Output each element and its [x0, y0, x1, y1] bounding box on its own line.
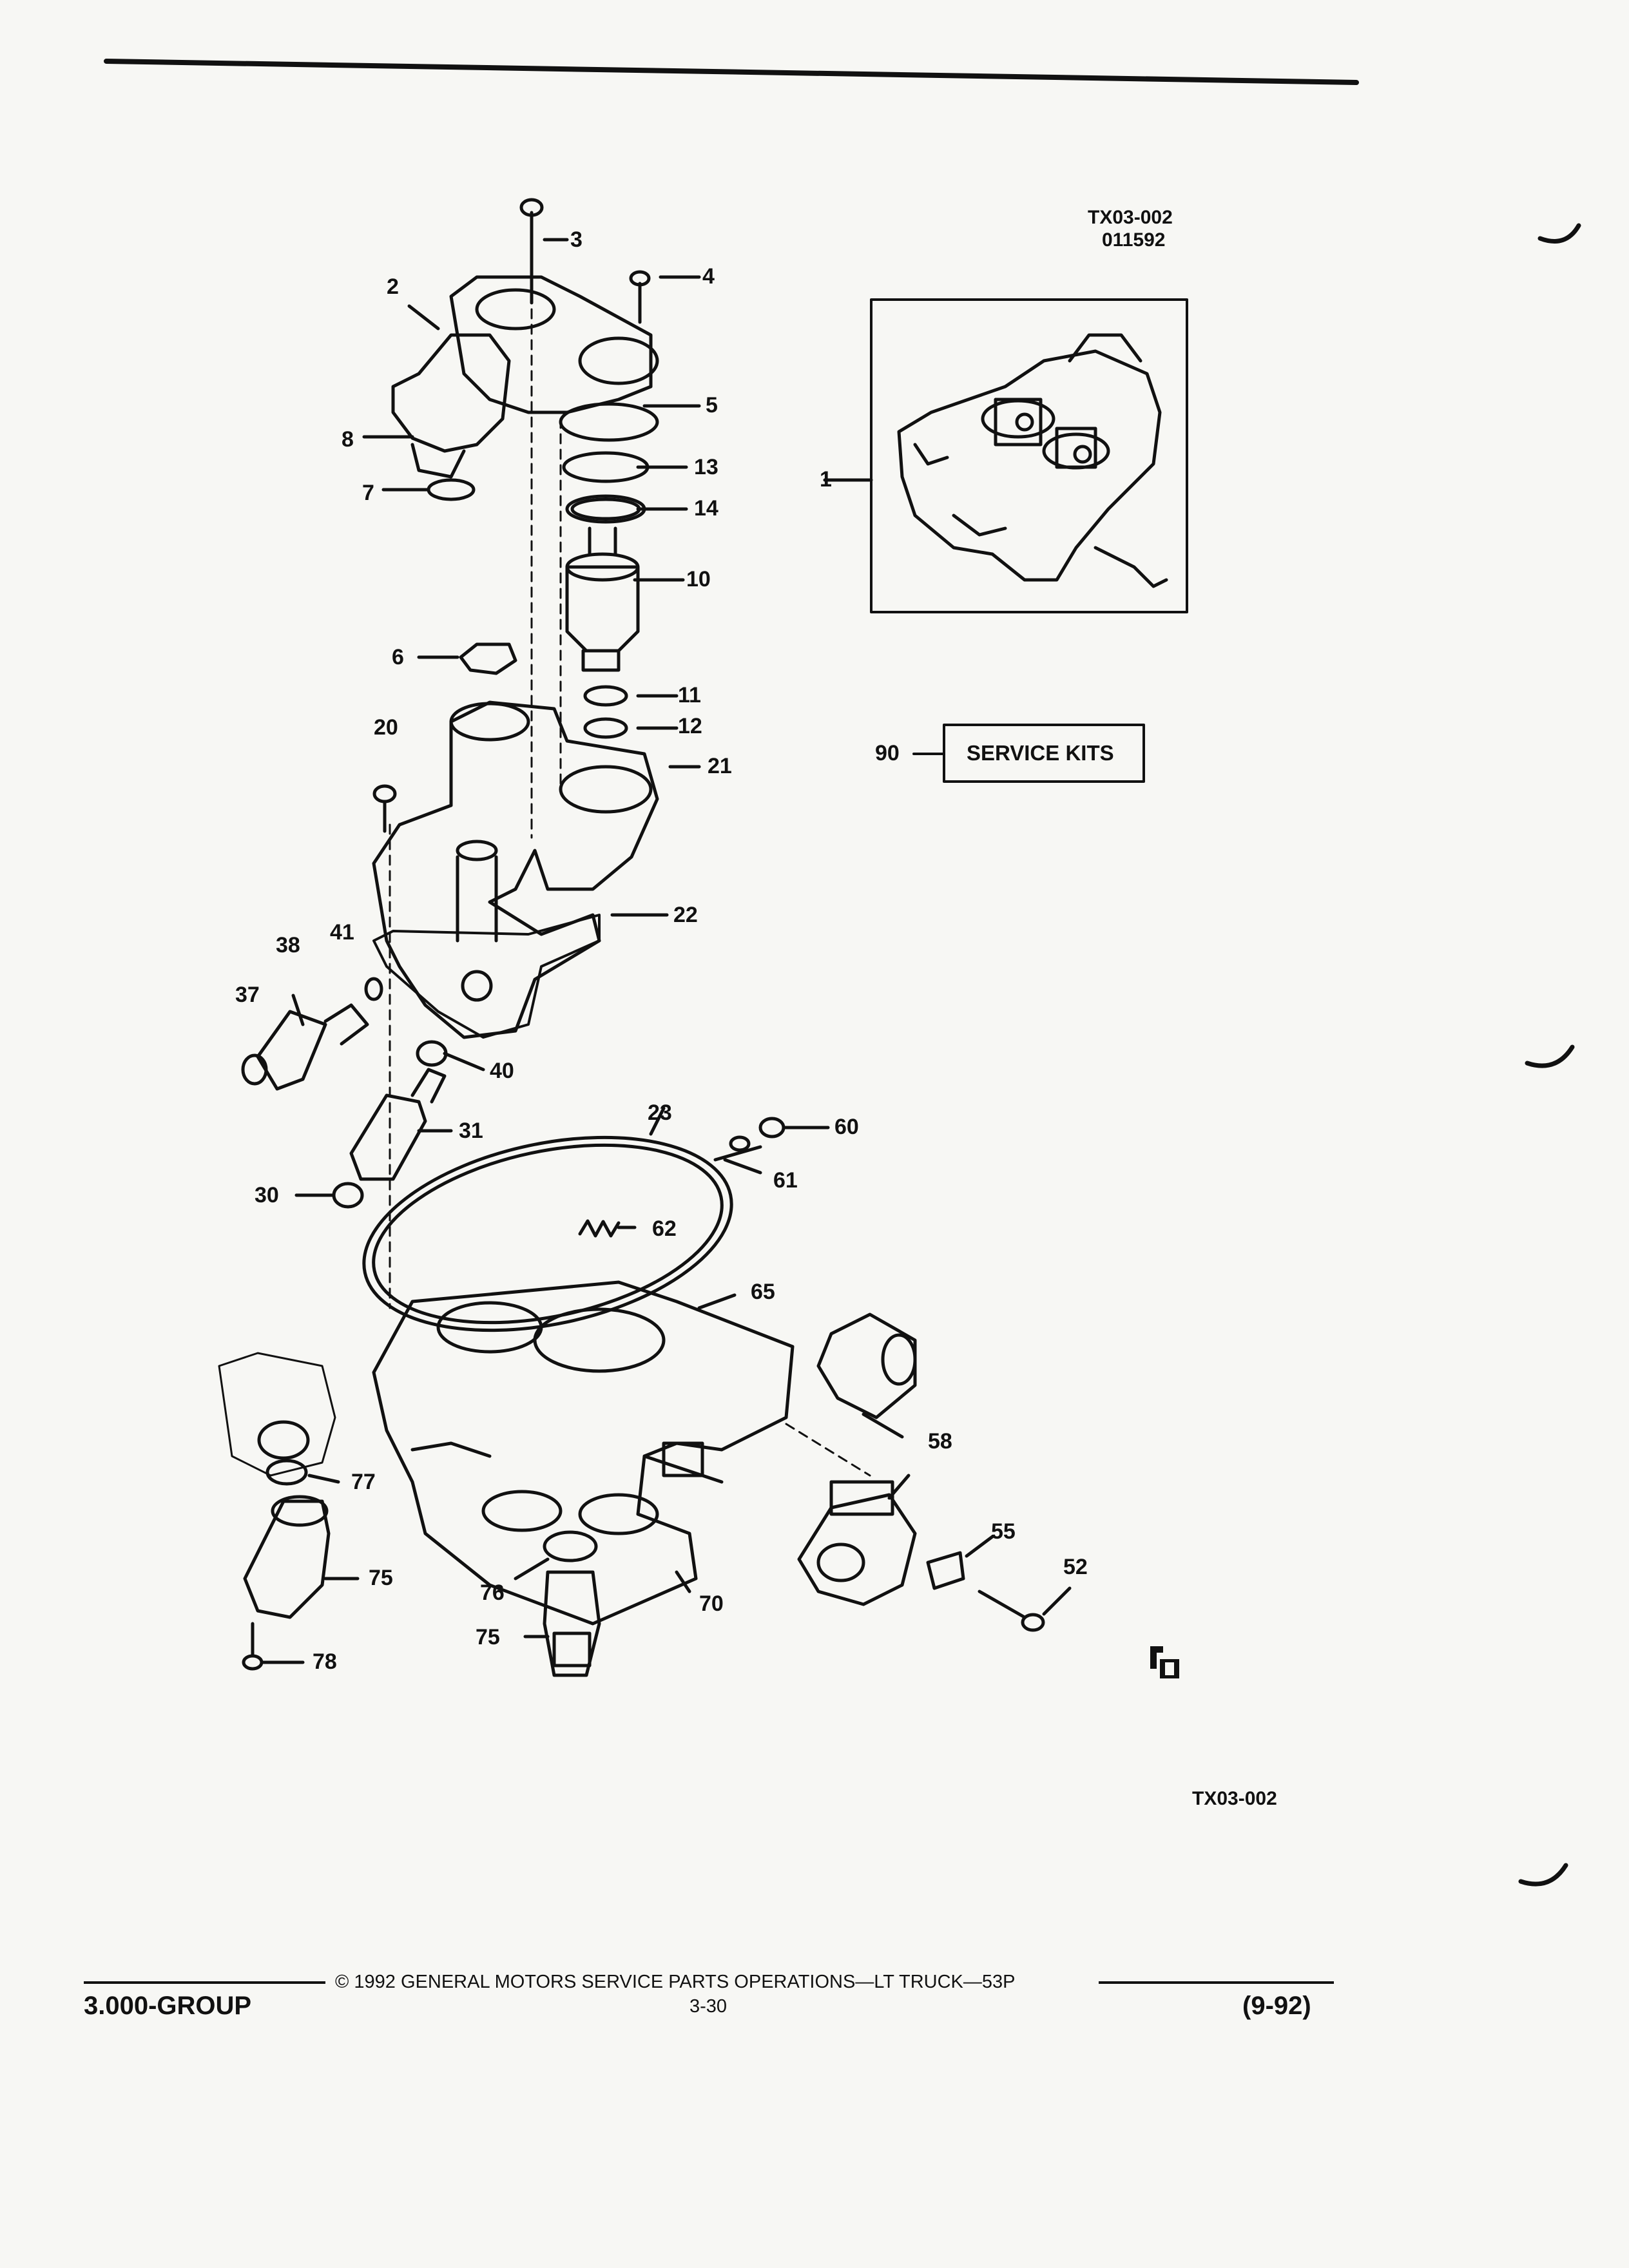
gasket-icon: [559, 402, 659, 442]
callout-22: 22: [673, 903, 698, 927]
callout-65: 65: [751, 1280, 775, 1304]
callout-41: 41: [330, 920, 354, 945]
callout-11: 11: [678, 683, 701, 707]
throttle-position-sensor-icon: [797, 1312, 917, 1606]
fuel-injector-icon: [565, 526, 640, 672]
o-ring-icon: [265, 1459, 308, 1486]
callout-8: 8: [342, 427, 354, 452]
callout-61: 61: [773, 1168, 798, 1193]
callout-10: 10: [686, 567, 711, 591]
callout-52: 52: [1063, 1555, 1088, 1579]
throttle-body-icon: [372, 1280, 795, 1626]
callout-77: 77: [351, 1470, 376, 1494]
idle-air-control-motor-icon: [391, 333, 511, 501]
screw-icon: [629, 270, 651, 324]
group-label: 3.000-GROUP: [84, 1992, 252, 2020]
o-ring-icon: [565, 494, 646, 524]
o-ring-icon: [583, 717, 628, 739]
callout-60: 60: [834, 1115, 859, 1139]
copyright-line: © 1992 GENERAL MOTORS SERVICE PARTS OPER…: [335, 1972, 1016, 1992]
callout-58: 58: [928, 1429, 952, 1454]
publisher-logo-icon: [1150, 1646, 1179, 1678]
callout-14: 14: [694, 496, 718, 521]
o-ring-icon: [241, 1053, 268, 1086]
o-ring-icon: [543, 1530, 598, 1562]
idle-air-control-valve-icon: [243, 1499, 331, 1619]
screw-head-icon: [729, 1135, 751, 1152]
screw-icon: [372, 784, 397, 833]
callout-76: 76: [480, 1581, 505, 1605]
spring-icon: [578, 1219, 621, 1238]
throttle-body-assembly-icon: [897, 333, 1168, 588]
callout-6: 6: [392, 645, 404, 669]
figure-code: TX03-002: [1088, 207, 1173, 228]
callout-62: 62: [652, 1216, 677, 1241]
callout-38: 38: [276, 933, 300, 957]
callout-78: 78: [313, 1649, 337, 1674]
screw-icon: [978, 1590, 1045, 1632]
retainer-icon: [459, 642, 517, 675]
top-rule: [104, 59, 1359, 85]
callout-7: 7: [362, 481, 374, 505]
fuel-meter-body-icon: [372, 700, 659, 1039]
o-ring-icon: [583, 685, 628, 707]
o-ring-icon: [364, 977, 383, 1001]
callout-21: 21: [708, 754, 732, 778]
footer-figure-code: TX03-002: [1192, 1788, 1277, 1809]
screw-icon: [242, 1622, 264, 1671]
date-code: 011592: [1102, 229, 1166, 251]
service-kits-label: SERVICE KITS: [967, 741, 1114, 765]
callout-75-bottom: 75: [476, 1625, 500, 1649]
revision-date: (9-92): [1242, 1992, 1311, 2020]
callout-90: 90: [875, 741, 900, 765]
fuel-fitting-icon: [349, 1068, 447, 1181]
o-ring-icon: [562, 451, 650, 483]
callout-2: 2: [387, 274, 399, 299]
callout-5: 5: [706, 393, 718, 418]
cap-icon: [758, 1117, 786, 1139]
gasket-icon: [362, 1135, 733, 1332]
callout-31: 31: [459, 1119, 483, 1143]
page-number: 3-30: [689, 1996, 728, 2017]
callout-1: 1: [820, 467, 832, 492]
callout-4: 4: [702, 264, 715, 289]
o-ring-icon: [416, 1040, 448, 1067]
retainer-icon: [926, 1551, 965, 1590]
sensor-icon: [543, 1570, 601, 1677]
gasket-icon: [372, 914, 601, 1039]
callout-23: 23: [648, 1100, 672, 1125]
callout-37: 37: [235, 983, 260, 1007]
callout-3: 3: [570, 227, 583, 252]
callout-13: 13: [694, 455, 718, 479]
callout-75-left: 75: [369, 1566, 393, 1590]
callout-12: 12: [678, 714, 702, 738]
callout-70: 70: [699, 1591, 724, 1616]
fuel-meter-cover-icon: [449, 275, 659, 414]
fuel-fitting-icon: [256, 1003, 369, 1091]
o-ring-icon: [332, 1182, 364, 1209]
callout-30: 30: [255, 1183, 279, 1207]
callout-20: 20: [374, 715, 398, 740]
callout-40: 40: [490, 1059, 514, 1083]
callout-55: 55: [991, 1519, 1016, 1544]
assembly-inset-box: [870, 298, 1188, 613]
screw-icon: [519, 198, 544, 305]
